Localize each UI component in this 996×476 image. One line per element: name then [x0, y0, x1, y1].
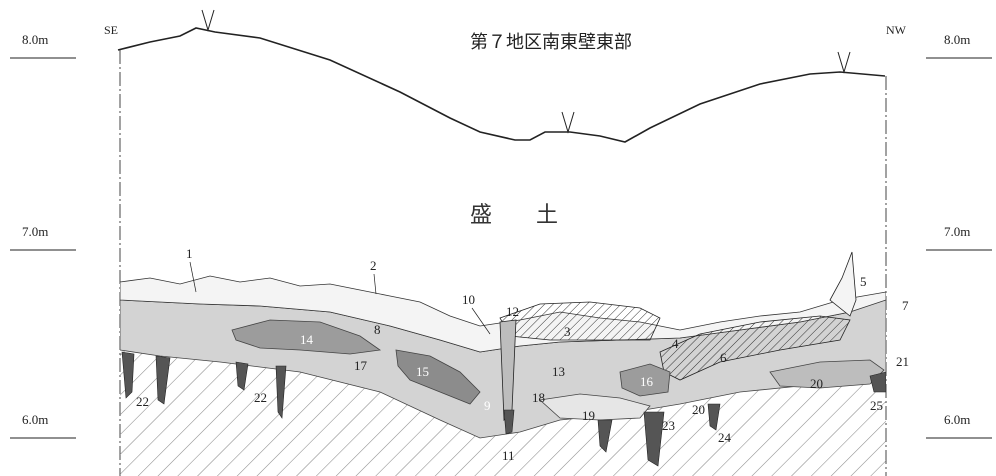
strata [120, 251, 886, 476]
level-label: 7.0m [944, 224, 970, 239]
layer-6-hatched [659, 315, 851, 381]
elevation-markers: 8.0m 8.0m 7.0m 7.0m 6.0m 6.0m [10, 32, 992, 439]
layer-label-18: 18 [532, 390, 545, 405]
feature-25 [869, 371, 886, 393]
ground-surface-line [117, 27, 886, 143]
level-8m-left: 8.0m [10, 32, 76, 59]
layer-label-20-a: 20 [692, 402, 705, 417]
layer-label-13: 13 [552, 364, 565, 379]
survey-mark [561, 111, 575, 134]
layer-labels: 1 2 3 4 5 6 7 8 9 10 11 12 13 14 15 16 1… [136, 246, 909, 463]
layer-label-23: 23 [662, 418, 675, 433]
feature-11 [503, 409, 515, 435]
layer-label-2: 2 [370, 258, 377, 273]
layer-label-9: 9 [484, 398, 491, 413]
layer-label-21: 21 [896, 354, 909, 369]
layer-label-16: 16 [640, 374, 654, 389]
layer-label-11: 11 [502, 448, 515, 463]
layer-label-6: 6 [720, 350, 727, 365]
layer-label-17: 17 [354, 358, 368, 373]
layer-label-20-b: 20 [810, 376, 823, 391]
level-label: 8.0m [22, 32, 48, 47]
layer-5-spike [829, 251, 857, 317]
layer-label-22-a: 22 [136, 394, 149, 409]
layer-label-4: 4 [672, 336, 679, 351]
feature-23 [643, 411, 665, 467]
layer-label-1: 1 [186, 246, 193, 261]
level-6m-left: 6.0m [10, 412, 76, 439]
layer-label-10: 10 [462, 292, 475, 307]
level-label: 8.0m [944, 32, 970, 47]
layer-label-14: 14 [300, 332, 314, 347]
level-8m-right: 8.0m [926, 32, 992, 59]
base-natural-ground [120, 350, 886, 476]
layer-3-hatched [499, 301, 661, 341]
feature-24 [707, 403, 721, 431]
layer-label-15: 15 [416, 364, 429, 379]
feature-22-right-a [235, 361, 249, 391]
level-label: 7.0m [22, 224, 48, 239]
level-6m-right: 6.0m [926, 412, 992, 439]
survey-mark [837, 51, 851, 74]
fill-label-char-1: 盛 [470, 203, 492, 228]
fill-label-char-2: 土 [536, 203, 558, 228]
layer-label-19: 19 [582, 408, 595, 423]
level-label: 6.0m [22, 412, 48, 427]
layer-15-mid [395, 349, 481, 405]
layer-top-strip [120, 275, 886, 353]
level-label: 6.0m [944, 412, 970, 427]
layer-label-24: 24 [718, 430, 732, 445]
figure-title: 第７地区南東壁東部 [470, 32, 632, 53]
layer-label-7: 7 [902, 298, 909, 313]
layer-label-12: 12 [506, 304, 519, 319]
feature-pit-a [597, 419, 613, 453]
layer-16-mid [619, 363, 671, 397]
level-7m-left: 7.0m [10, 224, 76, 251]
layer-label-5: 5 [860, 274, 867, 289]
survey-mark [201, 9, 215, 32]
feature-22-left-b [155, 355, 171, 405]
direction-left: SE [104, 23, 118, 37]
feature-22-right-b [275, 365, 287, 419]
feature-22-left-a [121, 351, 135, 399]
layer-14-mid [231, 319, 382, 355]
layer-label-25: 25 [870, 398, 883, 413]
layer-label-22-b: 22 [254, 390, 267, 405]
level-7m-right: 7.0m [926, 224, 992, 251]
direction-right: NW [886, 23, 907, 37]
layer-label-8: 8 [374, 322, 381, 337]
layer-label-3: 3 [564, 324, 571, 339]
